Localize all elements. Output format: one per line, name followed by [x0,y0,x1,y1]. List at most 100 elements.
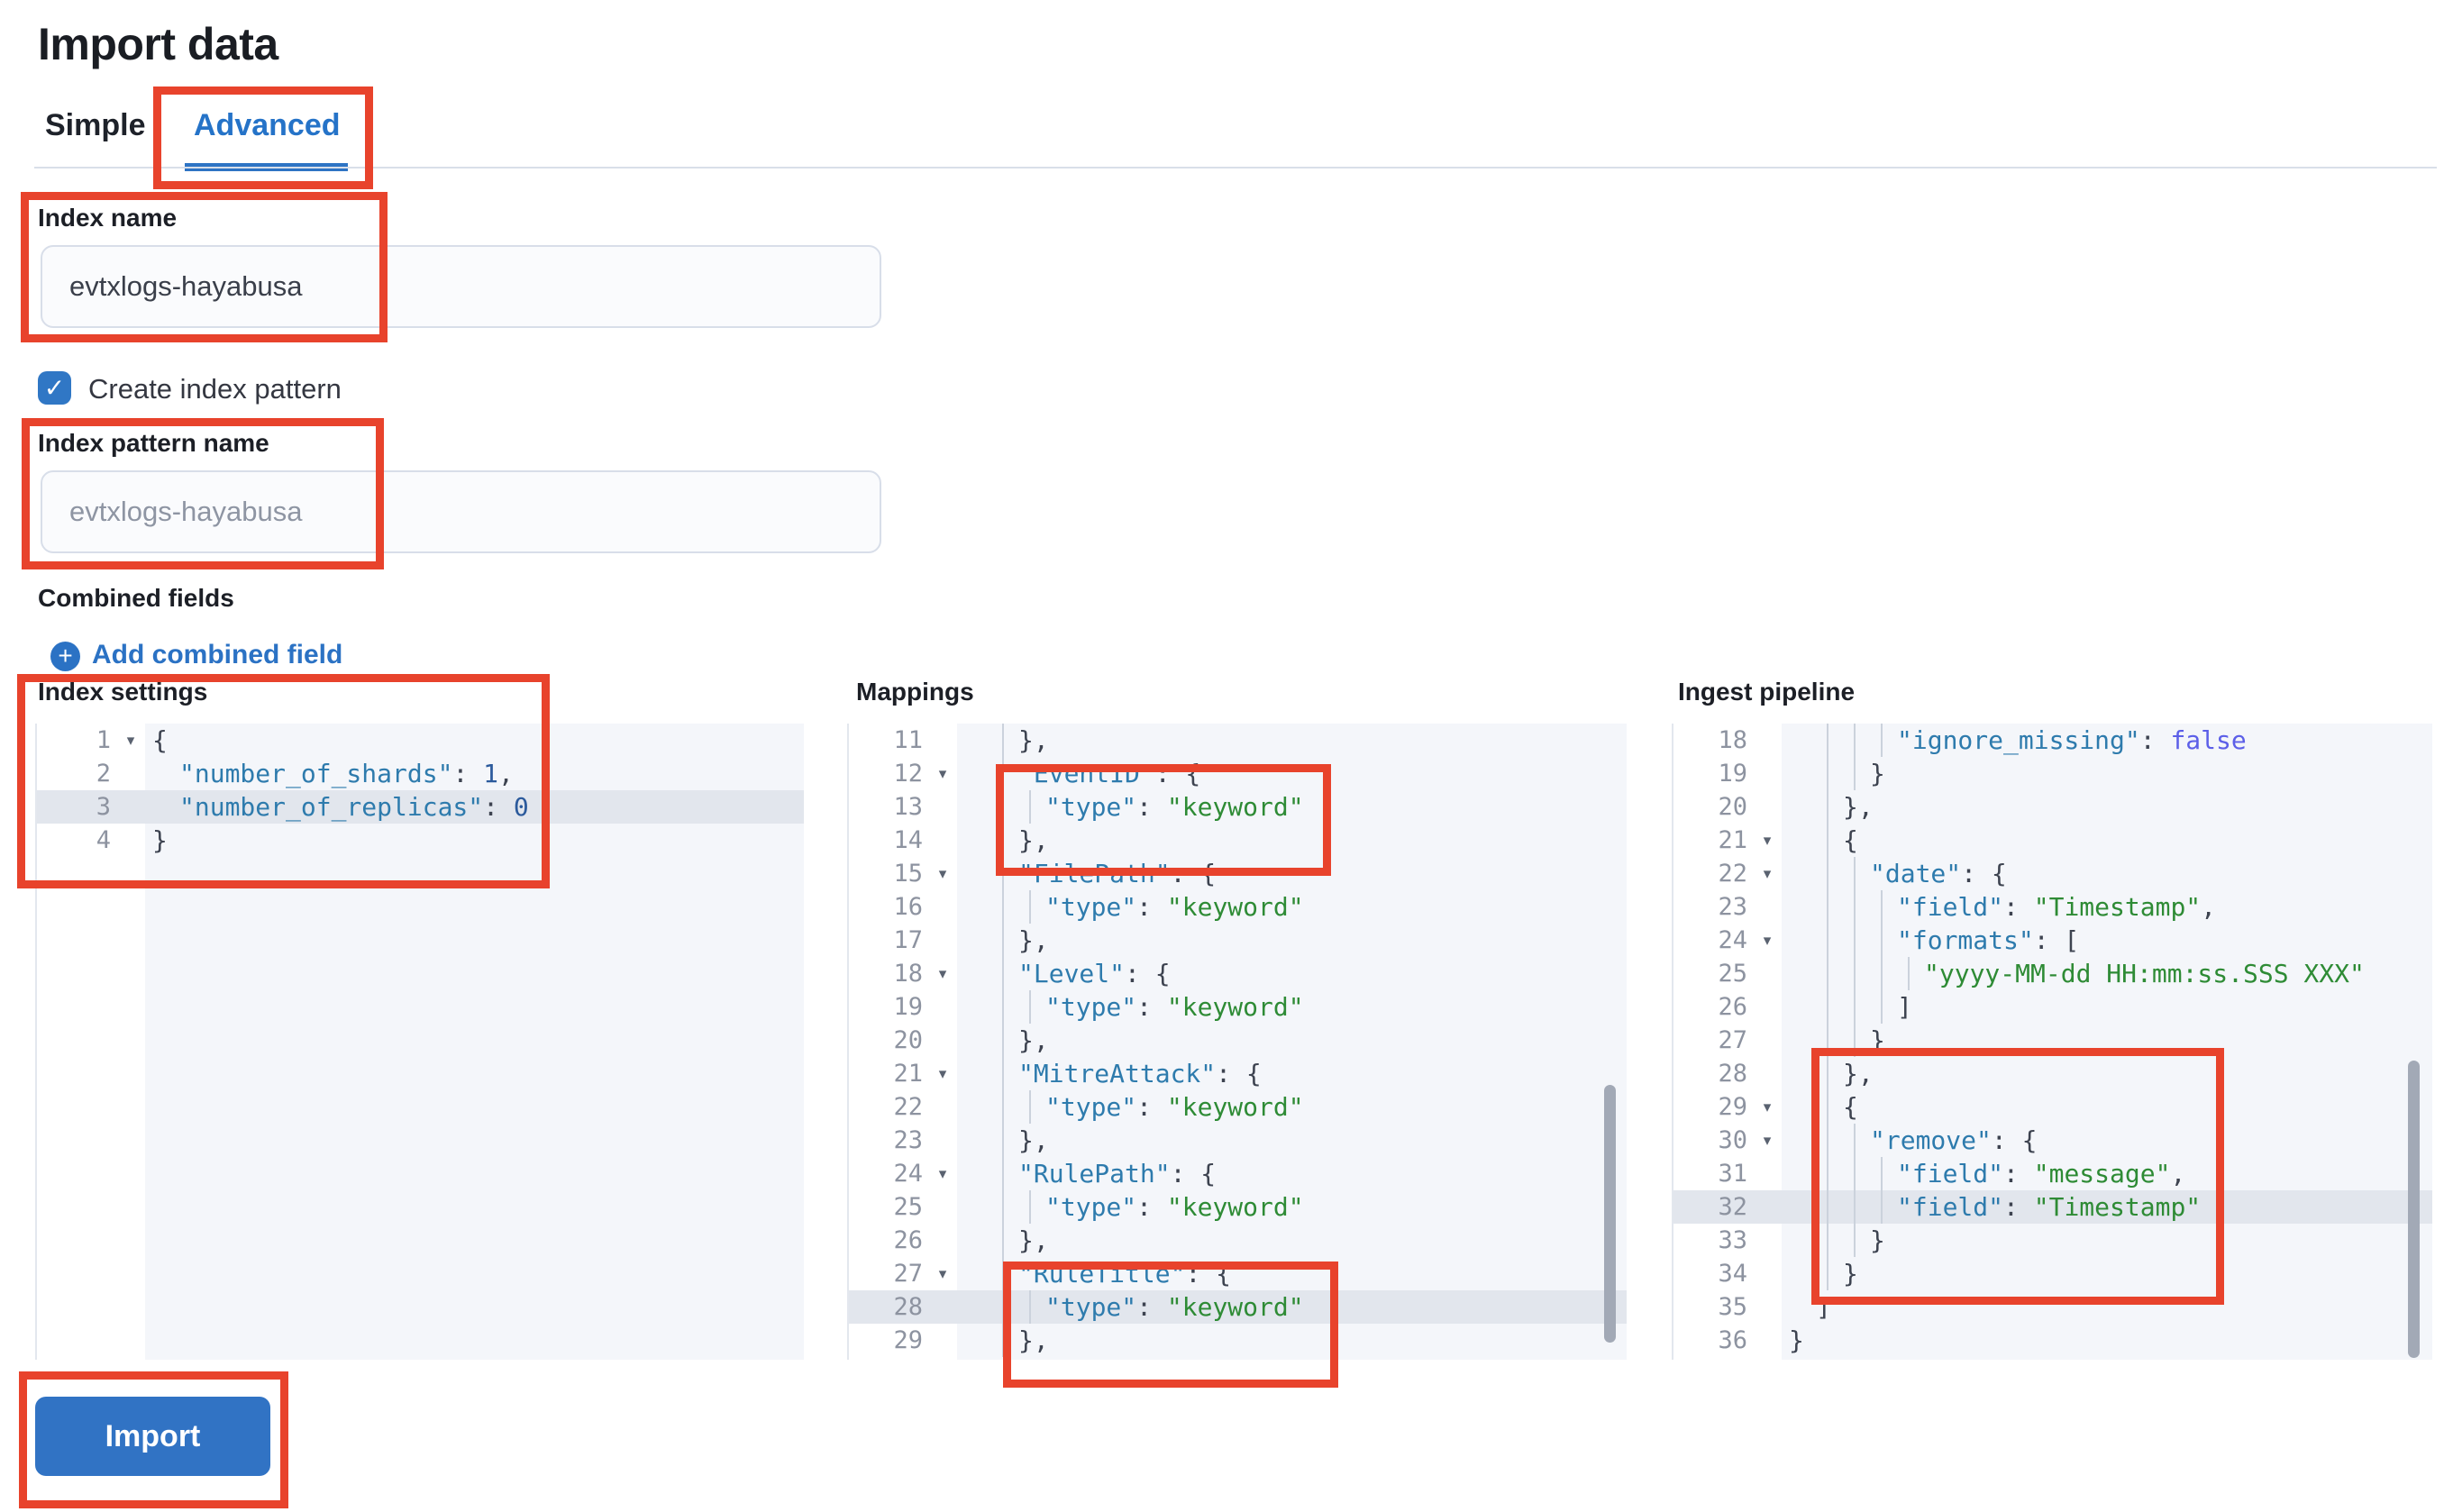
fold-arrow-icon[interactable]: ▾ [1763,865,1772,882]
mappings-editor[interactable]: 11},12▾"EventID": {13"type": "keyword"14… [847,724,1627,1360]
indent-guide [1002,790,1004,824]
fold-gutter [928,1290,957,1324]
indent-guide [1827,824,1828,857]
fold-gutter [928,990,957,1024]
code-text: } [1782,1224,2432,1257]
code-text: "type": "keyword" [957,1190,1627,1224]
code-line: 17}, [849,924,1627,957]
code-line: 22▾"date": { [1673,857,2432,890]
code-text: { [152,725,168,755]
fold-arrow-icon[interactable]: ▾ [126,732,135,749]
code-text: }, [957,1324,1627,1357]
code-text: "type": "keyword" [957,890,1627,924]
index-settings-label: Index settings [38,678,208,706]
line-number: 25 [893,1193,923,1221]
fold-arrow-icon[interactable]: ▾ [1763,1132,1772,1149]
code-line: 2"number_of_shards": 1, [37,757,804,790]
code-text: } [1782,1024,2432,1057]
fold-arrow-icon[interactable]: ▾ [938,765,947,782]
fold-gutter [1753,1224,1782,1257]
line-number: 26 [893,1226,923,1254]
code-text: "ignore_missing": false [1782,724,2432,757]
code-line: 29}, [849,1324,1627,1357]
fold-gutter [1753,757,1782,790]
fold-gutter [928,1324,957,1357]
line-number: 34 [1718,1260,1747,1288]
line-number: 29 [893,1326,923,1354]
fold-gutter [1753,1157,1782,1190]
code-line: 32"field": "Timestamp" [1673,1190,2432,1224]
code-line: 27▾"RuleTitle": { [849,1257,1627,1290]
indent-guide [1002,1124,1004,1157]
code-text: "EventID": { [957,757,1627,790]
create-index-pattern-checkbox[interactable]: ✓ [38,371,71,405]
line-number: 27 [1718,1026,1747,1054]
indent-guide [1029,1290,1031,1324]
line-number: 19 [1718,760,1747,788]
code-line: 21▾{ [1673,824,2432,857]
code-line: 34} [1673,1257,2432,1290]
import-button[interactable]: Import [35,1397,270,1476]
mappings-scrollbar-thumb[interactable] [1604,1085,1616,1343]
indent-guide [1002,1257,1004,1290]
fold-arrow-icon[interactable]: ▾ [938,1165,947,1182]
fold-arrow-icon[interactable]: ▾ [1763,1098,1772,1116]
indent-guide [1002,1057,1004,1090]
code-text: "MitreAttack": { [957,1057,1627,1090]
fold-gutter [928,924,957,957]
fold-arrow-icon[interactable]: ▾ [938,865,947,882]
code-line: 28"type": "keyword" [849,1290,1627,1324]
fold-arrow-icon[interactable]: ▾ [938,1265,947,1282]
indent-guide [1002,957,1004,990]
line-number: 1 [96,726,111,754]
line-number: 20 [893,1026,923,1054]
code-text: "type": "keyword" [957,990,1627,1024]
index-name-input[interactable] [41,245,881,328]
index-settings-editor[interactable]: 1▾{2"number_of_shards": 1,3"number_of_re… [35,724,804,1360]
fold-arrow-icon[interactable]: ▾ [1763,932,1772,949]
indent-guide [1002,757,1004,790]
code-text: "field": "Timestamp", [1782,890,2432,924]
code-text: }, [1782,1057,2432,1090]
indent-guide [1002,1290,1004,1324]
line-number: 36 [1718,1326,1747,1354]
indent-guide [1881,724,1883,757]
indent-guide [1827,924,1828,957]
indent-guide [1029,890,1031,924]
index-pattern-name-label: Index pattern name [38,429,269,457]
line-number: 11 [893,726,923,754]
indent-guide [1002,724,1004,757]
fold-gutter [928,790,957,824]
indent-guide [1029,990,1031,1024]
code-line: 24▾"formats": [ [1673,924,2432,957]
ingest-pipeline-scrollbar-thumb[interactable] [2408,1061,2420,1358]
code-text: }, [1782,790,2432,824]
code-line: 4} [37,824,804,857]
fold-gutter [1753,890,1782,924]
code-text: } [152,825,168,855]
tab-simple[interactable]: Simple [45,108,146,142]
line-number: 18 [1718,726,1747,754]
indent-guide [1854,857,1856,890]
code-line: 27} [1673,1024,2432,1057]
fold-gutter [116,790,145,824]
tab-advanced[interactable]: Advanced [194,108,341,142]
plus-icon[interactable]: + [50,642,80,671]
index-pattern-name-input[interactable] [41,470,881,553]
add-combined-field-link[interactable]: Add combined field [92,640,343,669]
code-line: 20}, [849,1024,1627,1057]
fold-arrow-icon[interactable]: ▾ [938,1065,947,1082]
code-text: }, [957,724,1627,757]
fold-arrow-icon[interactable]: ▾ [1763,832,1772,849]
fold-gutter [1753,724,1782,757]
code-line: 19"type": "keyword" [849,990,1627,1024]
line-number: 13 [893,793,923,821]
fold-arrow-icon[interactable]: ▾ [938,965,947,982]
code-text: "date": { [1782,857,2432,890]
line-number: 4 [96,826,111,854]
fold-gutter [928,1024,957,1057]
line-number: 2 [96,760,111,788]
code-line: 26] [1673,990,2432,1024]
code-line: 35] [1673,1290,2432,1324]
